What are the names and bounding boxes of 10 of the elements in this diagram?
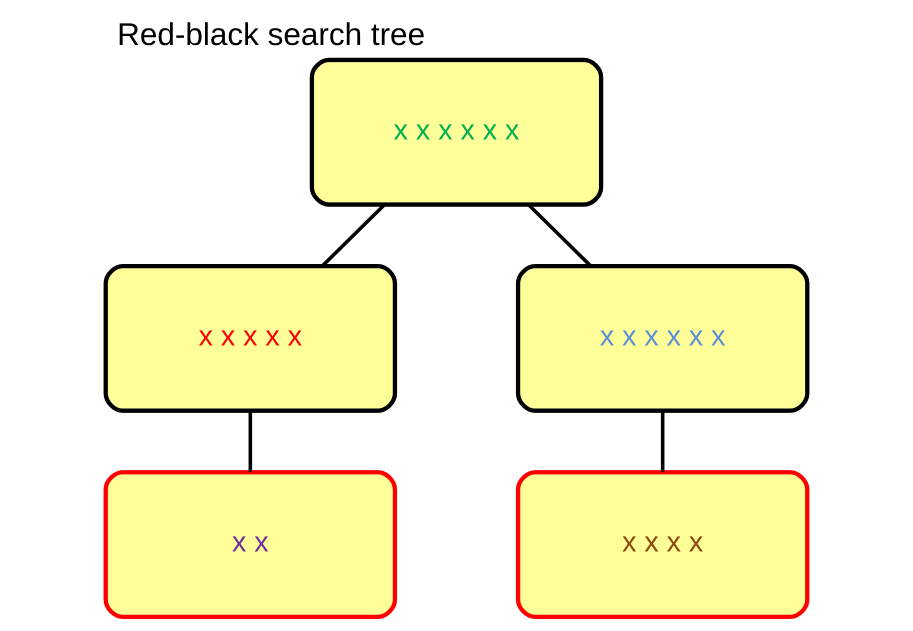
- node-box: x x x x x: [104, 264, 398, 413]
- connector: [527, 204, 592, 267]
- node-box: x x: [104, 470, 398, 620]
- node-box: x x x x x x: [516, 264, 810, 413]
- connector: [660, 410, 664, 472]
- connector: [248, 410, 252, 472]
- node-box: x x x x: [516, 470, 810, 620]
- connector: [322, 204, 386, 267]
- node-box: x x x x x x: [310, 58, 604, 207]
- diagram-title: Red-black search tree: [117, 16, 426, 52]
